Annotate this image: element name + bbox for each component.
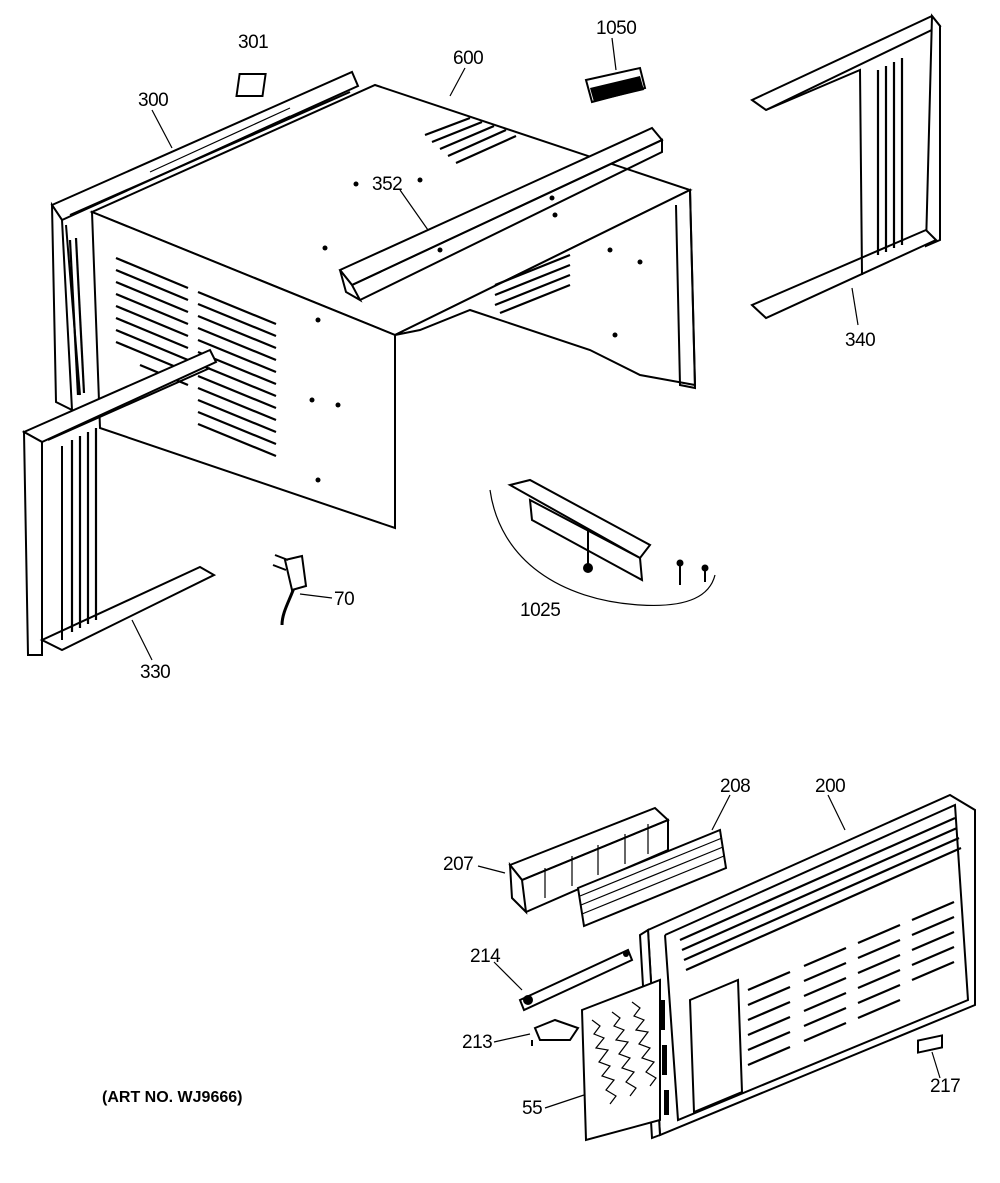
part-label-208: 208: [720, 776, 750, 797]
part-label-352: 352: [372, 174, 402, 195]
side-curtain-330: [21, 348, 218, 656]
crank-213: [531, 1018, 580, 1046]
part-label-55: 55: [522, 1098, 542, 1119]
part-label-330: 330: [140, 662, 170, 683]
part-label-70: 70: [334, 589, 354, 610]
nameplate-217: [917, 1034, 943, 1054]
cabinet-wrapper-600: [89, 83, 697, 530]
part-label-214: 214: [470, 946, 501, 967]
foam-seal-1050: [584, 66, 647, 104]
part-label-213: 213: [462, 1032, 492, 1053]
louvers-208: [576, 828, 728, 928]
part-label-300: 300: [138, 90, 168, 111]
part-label-340: 340: [845, 330, 875, 351]
part-label-1050: 1050: [596, 18, 636, 39]
air-filter-55: [580, 978, 661, 1142]
mounting-bracket-kit-1025: [489, 478, 716, 607]
power-cord-70: [272, 554, 308, 626]
label-301: [235, 73, 267, 97]
side-curtain-300: [50, 70, 360, 412]
part-label-600: 600: [453, 48, 483, 69]
art-number: (ART NO. WJ9666): [102, 1089, 242, 1106]
part-label-301: 301: [238, 32, 268, 53]
part-label-207: 207: [443, 854, 473, 875]
part-label-217: 217: [930, 1076, 960, 1097]
side-curtain-340: [750, 13, 942, 320]
leader-lines: [131, 37, 941, 1109]
part-label-1025: 1025: [520, 600, 560, 621]
louver-link-214: [518, 948, 634, 1012]
top-rail-352: [338, 126, 664, 303]
part-label-200: 200: [815, 776, 845, 797]
